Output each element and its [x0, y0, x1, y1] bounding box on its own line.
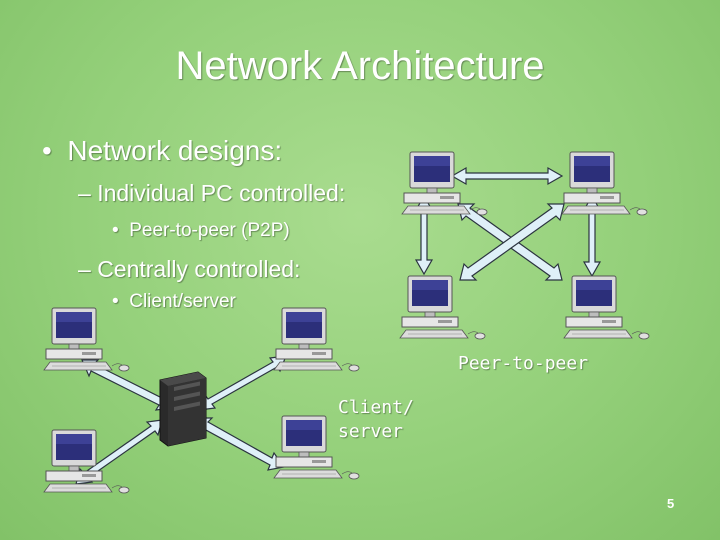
desktop-computer-icon — [43, 429, 130, 494]
client-server-label-line1: Client/ — [338, 397, 414, 418]
client-server-label: Client/ server — [338, 396, 418, 444]
slide-title: Network Architecture — [175, 44, 545, 88]
bullet-text: Centrally controlled: — [97, 256, 301, 282]
bullet-text: Individual PC controlled: — [97, 180, 346, 206]
double-arrow-icon — [195, 417, 286, 471]
bullet-individual-pc: – Individual PC controlled: — [78, 180, 345, 207]
bullet-client-server: • Client/server — [112, 291, 236, 313]
double-arrow-icon — [459, 203, 565, 281]
bullet-mark: • — [112, 220, 119, 241]
desktop-computer-icon — [273, 307, 360, 372]
bullet-mark: • — [42, 135, 52, 166]
peer-to-peer-label: Peer-to-peer — [458, 353, 589, 374]
server-tower-icon — [159, 371, 207, 447]
bullet-network-designs: • Network designs: — [42, 135, 282, 167]
desktop-computer-icon — [401, 151, 488, 216]
bullet-mark: • — [112, 291, 119, 312]
dash-mark: – — [78, 180, 91, 206]
bullet-p2p: • Peer-to-peer (P2P) — [112, 220, 290, 242]
bullet-text: Network designs: — [67, 135, 283, 166]
page-number: 5 — [667, 496, 675, 511]
desktop-computer-icon — [399, 275, 486, 340]
bullet-text: Client/server — [129, 291, 236, 312]
dash-mark: – — [78, 256, 91, 282]
client-server-label-line2: server — [338, 421, 404, 442]
double-arrow-icon — [198, 355, 287, 411]
bullet-centrally-controlled: – Centrally controlled: — [78, 256, 300, 283]
desktop-computer-icon — [561, 151, 648, 216]
bullet-text: Peer-to-peer (P2P) — [129, 220, 290, 241]
double-arrow-icon — [450, 166, 564, 186]
desktop-computer-icon — [563, 275, 650, 340]
